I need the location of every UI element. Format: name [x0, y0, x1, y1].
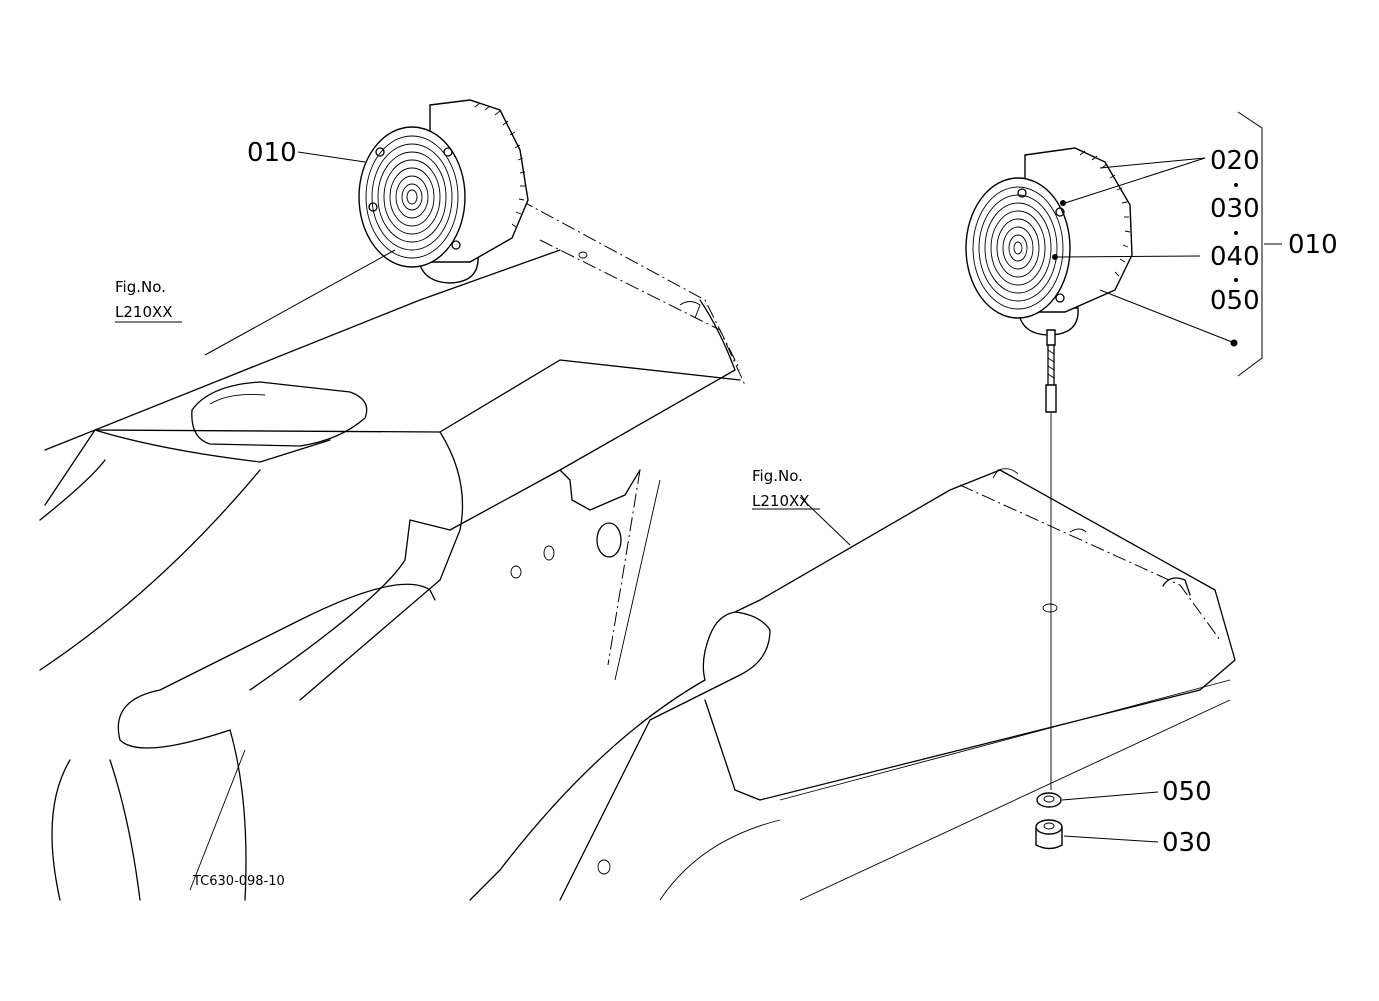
leader-lines [115, 111, 1282, 843]
right-lamp [965, 147, 1133, 850]
left-lamp-callout: 010 [247, 138, 297, 168]
callout-dot [1230, 339, 1238, 347]
bracket-parent-callout: 010 [1288, 230, 1338, 260]
bracket-item-callout: 020 [1210, 146, 1260, 176]
callout-dot [1234, 183, 1238, 187]
left-lamp [358, 99, 529, 284]
left-fender [39, 199, 746, 901]
callout-dot [1234, 231, 1238, 235]
bracket-item-callout: 030 [1210, 194, 1260, 224]
washer-callout: 050 [1162, 777, 1212, 807]
right-fig-ref-number: L210XX [752, 492, 810, 510]
left-fig-ref-number: L210XX [115, 303, 173, 321]
left-fig-ref-label: Fig.No. [115, 278, 166, 296]
bracket-item-callout: 050 [1210, 286, 1260, 316]
bracket-item-callout: 040 [1210, 242, 1260, 272]
right-fender [469, 468, 1236, 901]
right-fig-ref-label: Fig.No. [752, 467, 803, 485]
nut-callout: 030 [1162, 828, 1212, 858]
drawing-id: TC630-098-10 [192, 874, 285, 889]
callout-dot [1234, 278, 1238, 282]
